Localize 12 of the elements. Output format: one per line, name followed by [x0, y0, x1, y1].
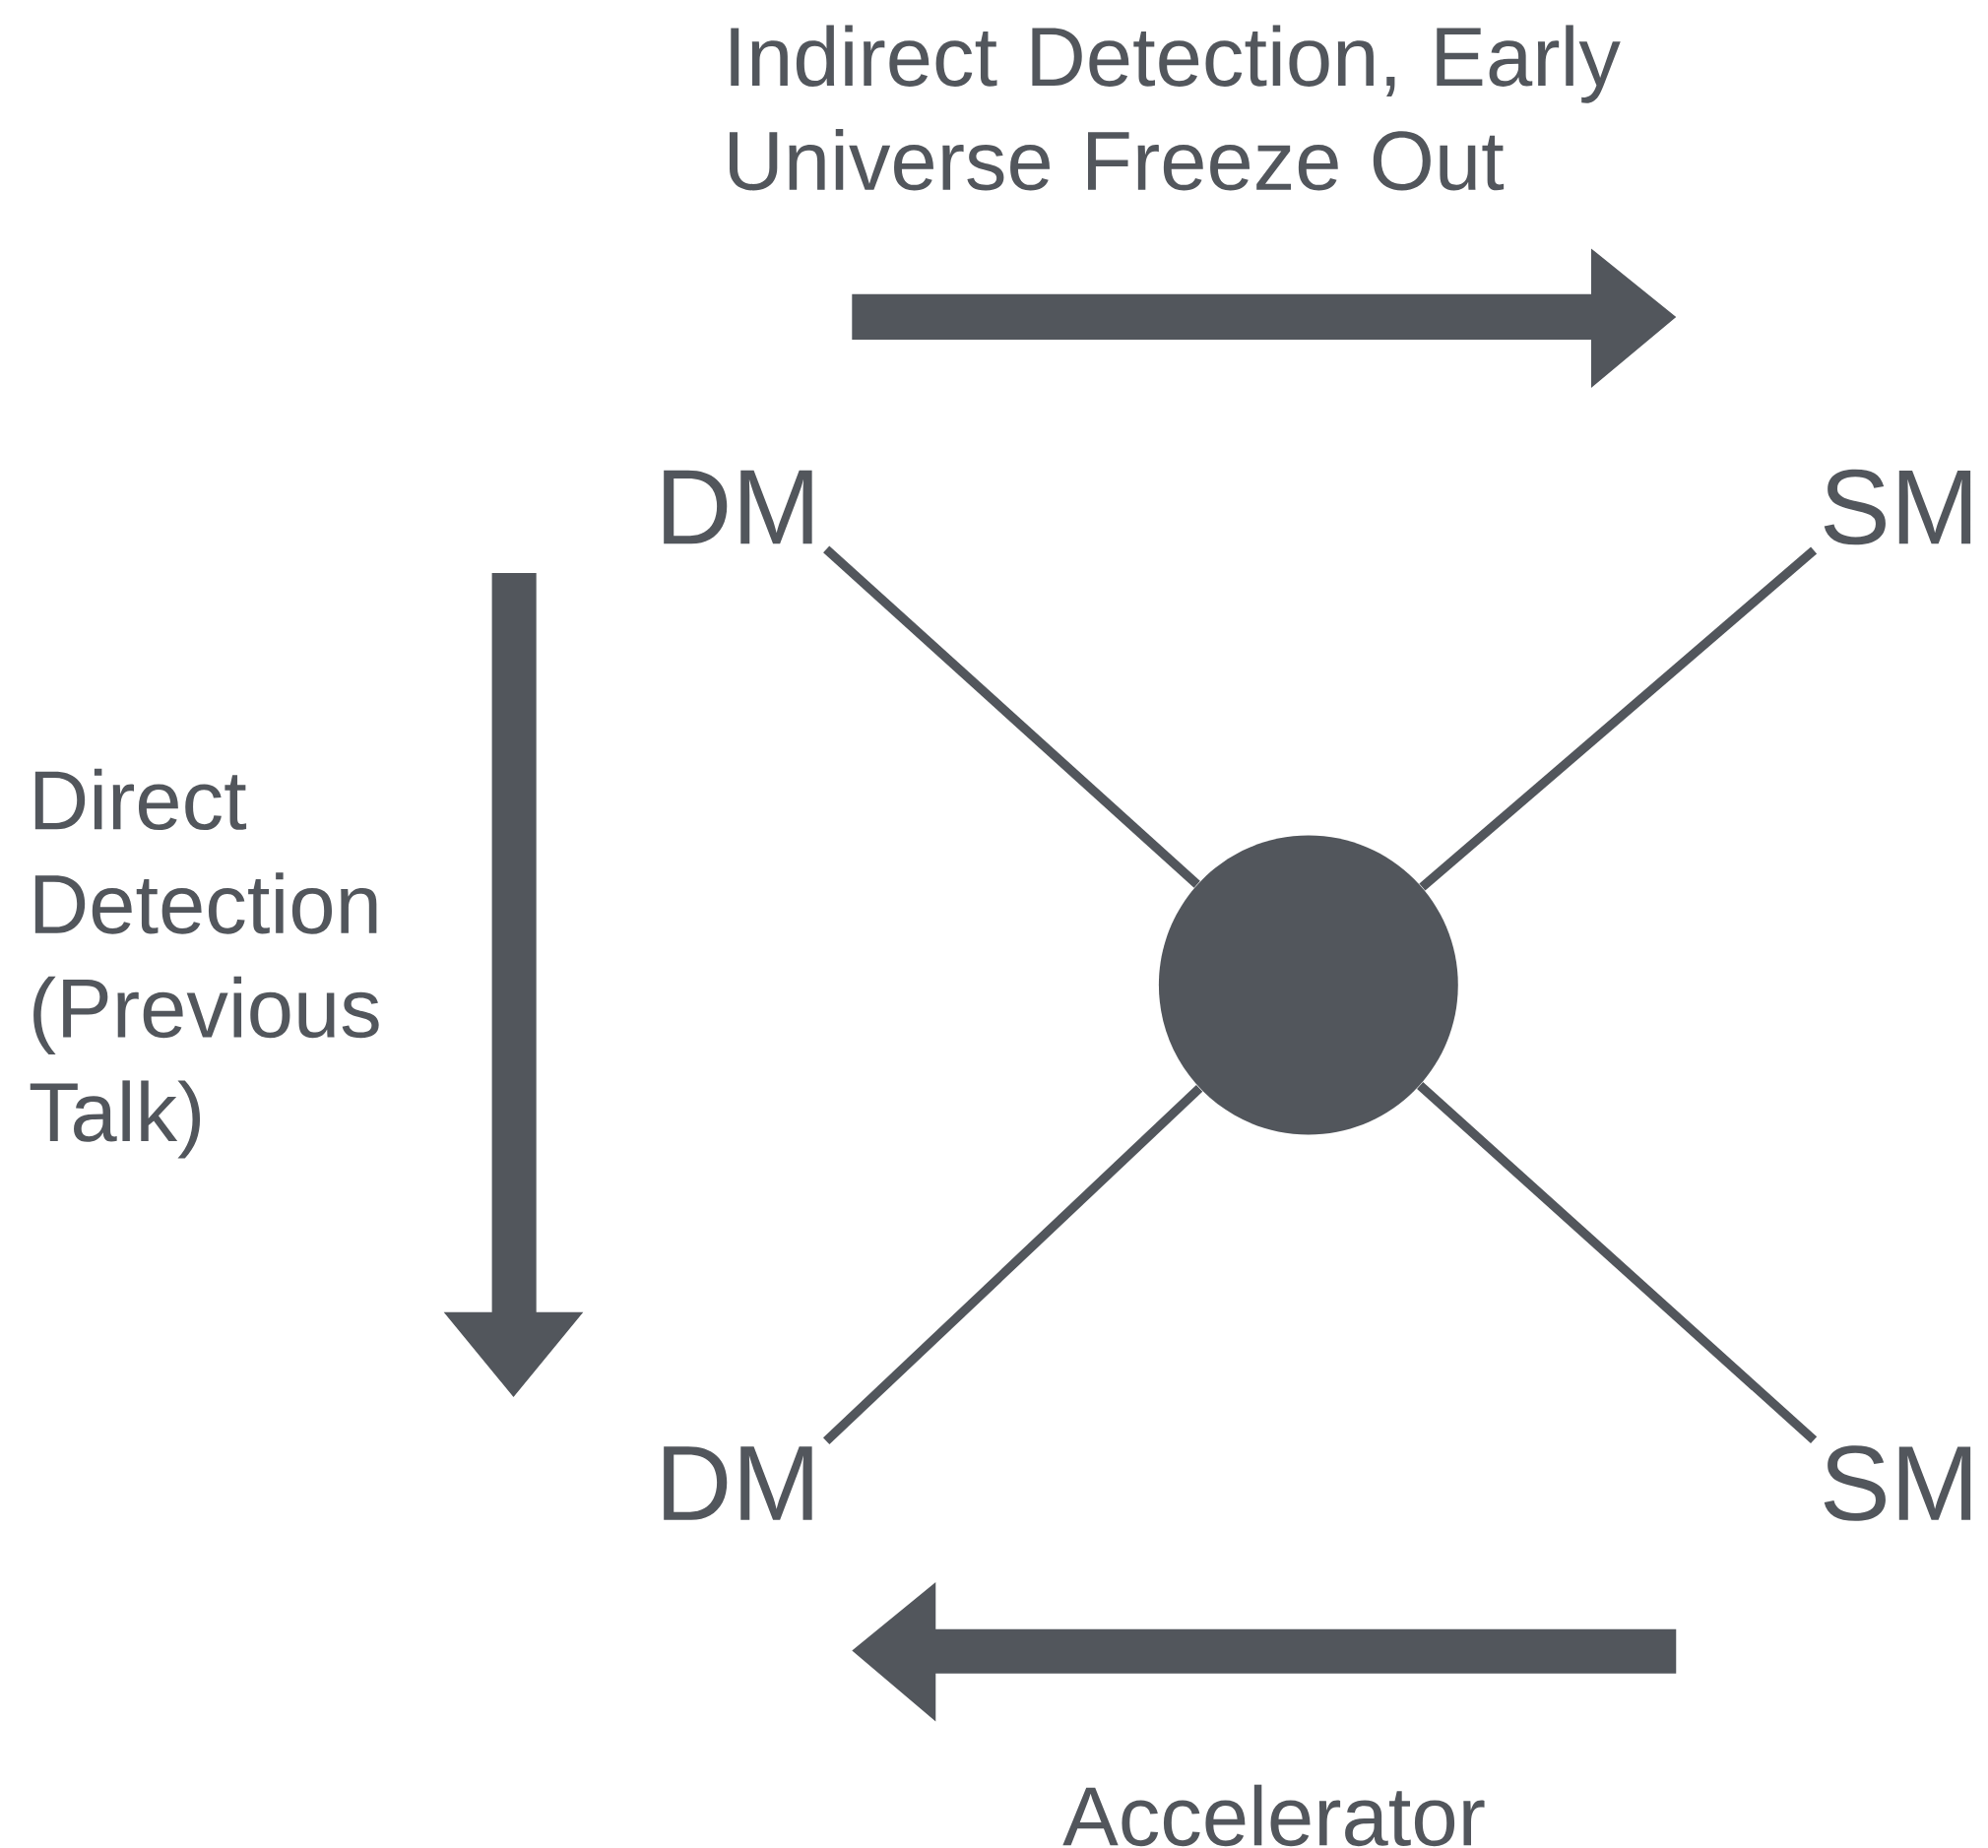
- connector-line: [823, 545, 1200, 888]
- node-label: DM: [664, 1446, 812, 1520]
- vertex-circle: [1158, 835, 1458, 1135]
- node-label: SM: [1824, 469, 1971, 545]
- caption-text: Indirect Detection, Early Universe Freeze Out: [730, 25, 1621, 191]
- connector-line: [1417, 1081, 1818, 1443]
- connector-line: [823, 1084, 1203, 1444]
- caption-text: Direct Detection (Previous Talk): [30, 768, 379, 1159]
- connector-line: [1419, 546, 1818, 891]
- node-label: SM: [1824, 1445, 1971, 1521]
- caption-text: Accelerator: [1062, 1784, 1485, 1846]
- node-label: DM: [664, 470, 812, 544]
